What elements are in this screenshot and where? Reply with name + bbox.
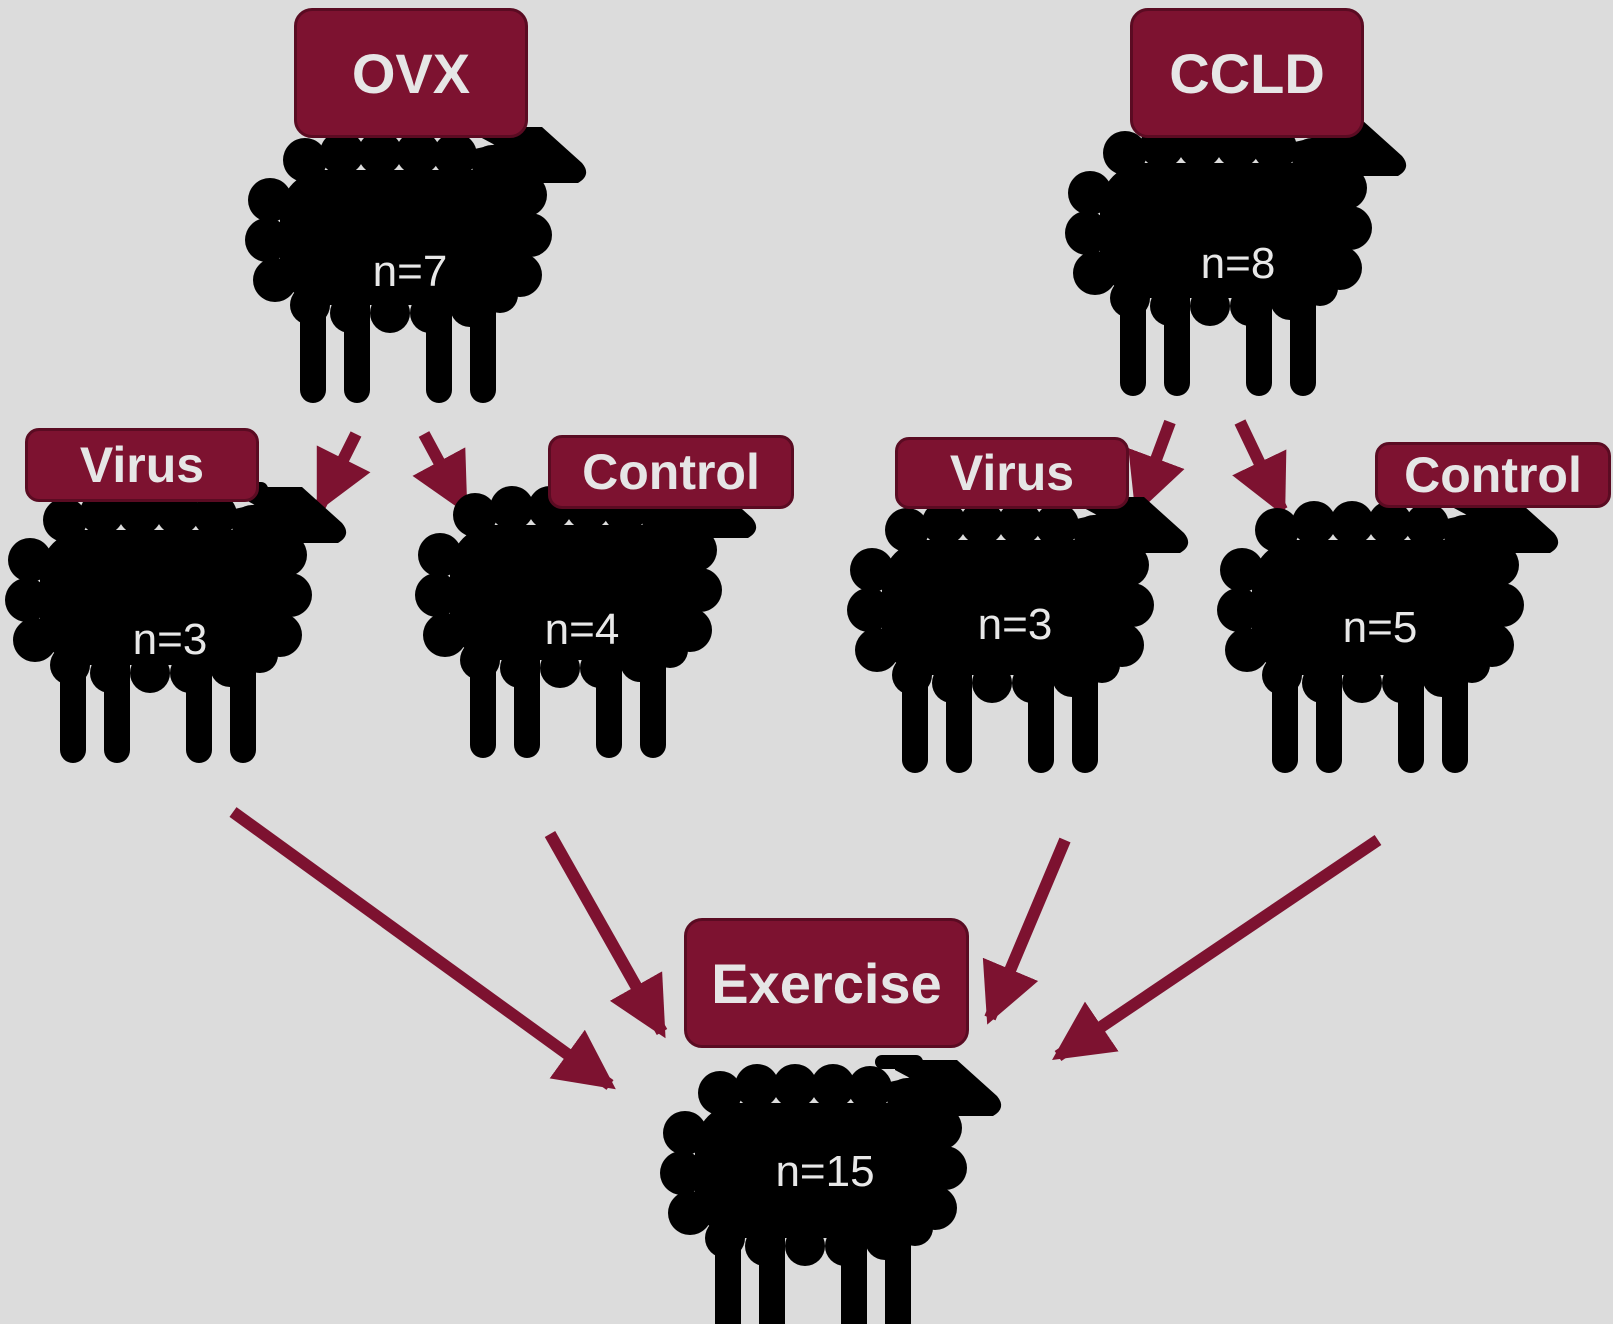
label-ccld: CCLD bbox=[1130, 8, 1364, 138]
arrow-ovx-to-virus bbox=[314, 431, 371, 513]
label-ccld-control: Control bbox=[1375, 442, 1611, 508]
count-exercise: n=15 bbox=[775, 1147, 875, 1196]
count-ccld-virus: n=3 bbox=[977, 600, 1053, 649]
count-ccld: n=8 bbox=[1200, 239, 1276, 288]
arrow-ccld-control-to-exercise bbox=[1052, 835, 1382, 1061]
arrows bbox=[229, 419, 1382, 1090]
arrow-ccld-to-virus bbox=[1128, 419, 1185, 515]
count-ovx: n=7 bbox=[372, 247, 448, 296]
label-ccld-virus: Virus bbox=[895, 437, 1129, 509]
arrow-ovx-to-control bbox=[412, 431, 470, 515]
count-ovx-control: n=4 bbox=[544, 605, 620, 654]
count-ovx-virus: n=3 bbox=[132, 615, 208, 664]
label-ovx-virus: Virus bbox=[25, 428, 259, 502]
arrow-ccld-virus-to-exercise bbox=[982, 837, 1071, 1025]
label-ovx-control: Control bbox=[548, 435, 794, 509]
count-ccld-control: n=5 bbox=[1342, 603, 1418, 652]
label-ovx: OVX bbox=[294, 8, 528, 138]
arrow-ovx-virus-to-exercise bbox=[229, 807, 616, 1090]
label-exercise: Exercise bbox=[684, 918, 969, 1048]
arrow-ccld-to-control bbox=[1232, 419, 1288, 517]
arrow-ovx-control-to-exercise bbox=[544, 831, 668, 1039]
